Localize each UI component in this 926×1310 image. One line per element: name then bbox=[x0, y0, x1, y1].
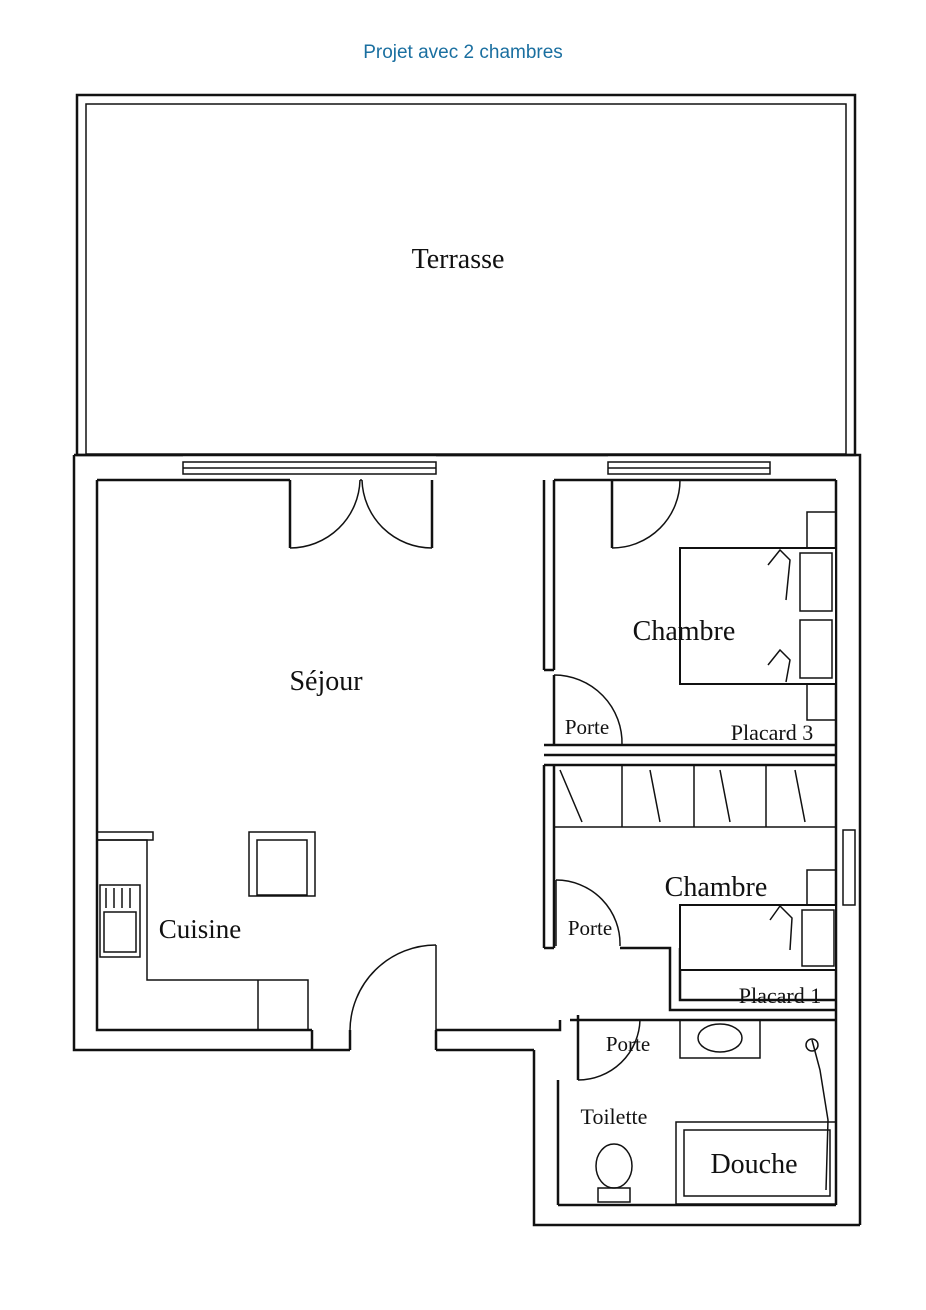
bed-chambre-1 bbox=[679, 511, 837, 721]
label-sejour: Séjour bbox=[289, 666, 363, 697]
label-porte-3: Porte bbox=[606, 1032, 650, 1056]
terrasse-outline bbox=[75, 93, 857, 457]
label-terrasse: Terrasse bbox=[412, 244, 505, 275]
window-sejour bbox=[182, 461, 437, 475]
placard-wardrobe bbox=[553, 764, 837, 828]
label-porte-2: Porte bbox=[568, 916, 612, 940]
label-porte-1: Porte bbox=[565, 715, 609, 739]
bed-chambre-2 bbox=[679, 869, 837, 971]
label-placard-1: Placard 1 bbox=[739, 983, 821, 1008]
toilet bbox=[595, 1143, 633, 1203]
label-douche: Douche bbox=[710, 1149, 797, 1180]
plan-title: Projet avec 2 chambres bbox=[363, 42, 563, 63]
label-placard-3: Placard 3 bbox=[731, 720, 813, 745]
kitchen-counter bbox=[96, 831, 309, 1030]
sink bbox=[679, 1019, 761, 1059]
chambre-door-top bbox=[554, 478, 836, 549]
sejour-table bbox=[248, 831, 316, 897]
porte-arcs bbox=[349, 674, 641, 1081]
label-chambre-2: Chambre bbox=[665, 872, 768, 903]
label-chambre-1: Chambre bbox=[633, 616, 736, 647]
shower bbox=[675, 1038, 837, 1205]
window-chambre bbox=[607, 461, 771, 475]
label-toilette: Toilette bbox=[581, 1104, 648, 1129]
window-chambre-2 bbox=[842, 829, 856, 906]
label-cuisine: Cuisine bbox=[159, 914, 242, 944]
sejour-double-door bbox=[288, 479, 434, 549]
